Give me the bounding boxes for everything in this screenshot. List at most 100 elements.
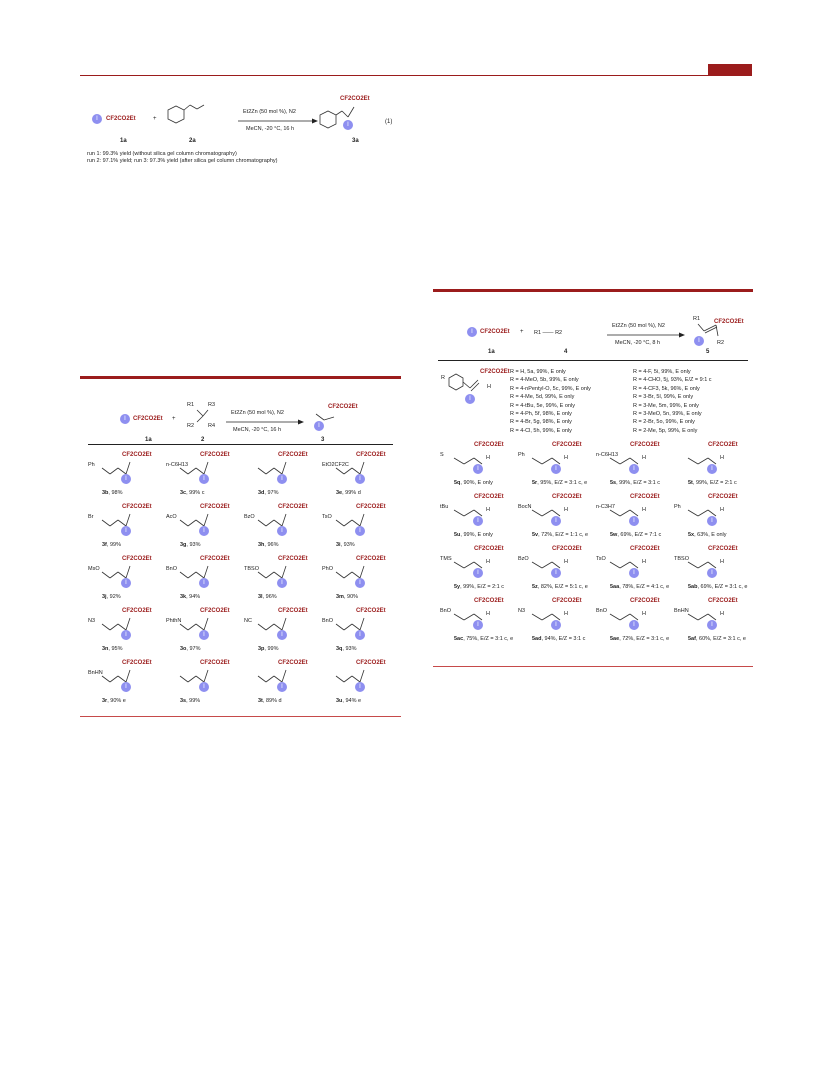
iodine-atom-icon: I [551,516,561,526]
iodine-atom-icon: I [277,682,287,692]
aryl-substituent-entry: R = 4-tBu, 5e, 99%, E only [510,402,575,409]
product-label: 3n, 95% [102,646,123,653]
product-compound-number: 3j [102,594,107,600]
product-substituent: BocN [518,504,532,510]
product-substituent: NC [244,618,252,624]
product-label: 3f, 99% [102,542,121,549]
product-skeleton-structure [453,509,483,517]
product-substituent: TsO [322,514,332,520]
product-label: 5s, 99%, E/Z = 3:1 c [610,480,660,487]
aryl-h: H [487,384,491,390]
alkyne-reagent-group: CF2CO2Et [480,329,510,335]
product-compound-number: 3p [258,646,265,652]
product-cf2co2et-group: CF2CO2Et [708,442,738,448]
product-substituent: BnO [166,566,178,572]
product-substituent: Ph [674,504,681,510]
product-yield: , 99% [186,698,201,704]
product-substituent: n-C6H13 [166,462,189,468]
product-yield: , 92% [106,594,121,600]
iodine-atom-icon: I [551,464,561,474]
iodine-atom-icon: I [355,526,365,536]
product-skeleton-structure [687,457,717,465]
product-yield: , 90% [343,594,359,600]
label-3: 3 [321,437,325,443]
iodine-atom-icon: I [277,578,287,588]
product-compound-number: 3s [180,698,187,704]
product-yield: , 99%, E/Z = 2:1 c [692,480,737,486]
iodine-atom-icon: I [629,568,639,578]
product-label: 5t, 99%, E/Z = 2:1 c [688,480,737,487]
product-cf2co2et-group: CF2CO2Et [278,556,308,562]
alkyne-product-r2: R2 [717,340,725,346]
iodine-atom-icon: I [199,578,209,588]
iodine-atom-icon: I [629,620,639,630]
product-cf2co2et-group: CF2CO2Et [356,556,386,562]
alkyne-conditions-top: Et2Zn (50 mol %), N2 [612,323,665,329]
product-vinyl-h: H [486,559,490,565]
eq1-product-group: CF2CO2Et [340,96,370,102]
product-label: 3u, 94% e [336,698,361,705]
iodine-atom-icon: I [277,630,287,640]
aryl-substituent-entry: R = 2-Br, 5o, 99%, E only [633,419,695,426]
eq1-plus: + [153,116,157,122]
product-substituent: TBSO [244,566,259,572]
product-skeleton-structure [335,669,365,683]
product-label: 5w, 69%, E/Z = 7:1 c [610,532,661,539]
alkyne-conditions-bottom: MeCN, -20 °C, 8 h [615,340,660,346]
product-label: 3o, 97% [180,646,201,653]
eq1-conditions-bottom: MeCN, -20 °C, 16 h [246,126,295,132]
iodine-atom-icon: I [629,516,639,526]
product-skeleton-structure [687,613,717,621]
aryl-substituent-entry: R = 4-CHO, 5j, 93%, E/Z = 9:1 c [633,377,712,384]
product-vinyl-h: H [642,455,646,461]
product-compound-number: 3g [180,542,187,548]
product-yield: , 98% [108,490,123,496]
product-compound-number: 3m [336,594,344,600]
product-cf2co2et-group: CF2CO2Et [552,494,582,500]
product-substituent: Ph [518,452,525,458]
label-4: 4 [564,349,568,355]
product-label: 5z, 82%, E/Z = 5:1 c, e [532,584,588,591]
product-skeleton-structure [687,509,717,517]
product-skeleton-structure [257,565,287,579]
product-yield: , 94%, E/Z = 3:1 c [541,636,586,642]
product-compound-number: 5aa [610,584,620,590]
product-substituent: BzO [518,556,529,562]
label-2: 2 [201,437,205,443]
product-skeleton-structure [609,457,639,465]
product-cf2co2et-group: CF2CO2Et [278,504,308,510]
product-compound-number: 5s [610,480,617,486]
product-compound-number: 3i [336,542,341,548]
product-compound-number: 5ab [688,584,698,590]
product-skeleton-structure [531,509,561,517]
product-cf2co2et-group: CF2CO2Et [356,504,386,510]
product-skeleton-structure [179,565,209,579]
aryl-product-group: CF2CO2Et [480,369,510,375]
product-yield: , 99% [106,542,121,548]
product-vinyl-h: H [720,559,724,565]
product-yield: , 95% [108,646,123,652]
product-substituent: N3 [88,618,96,624]
product-substituent: BzO [244,514,255,520]
product-substituent: BnHN [674,608,689,614]
product-skeleton-structure [101,513,131,527]
product-cf2co2et-group: CF2CO2Et [552,546,582,552]
iodine-atom-icon: I [707,568,717,578]
product-substituent: TsO [596,556,606,562]
aryl-substituent-entry: R = 4-MeO, 5b, 99%, E only [510,377,579,384]
product-yield: , 89% d [262,698,282,704]
label-1a: 1a [488,349,495,355]
product-cf2co2et-group: CF2CO2Et [122,608,152,614]
eq1-reaction-arrow [238,118,318,124]
product-compound-number: 3t [258,698,263,704]
product-vinyl-h: H [720,455,724,461]
